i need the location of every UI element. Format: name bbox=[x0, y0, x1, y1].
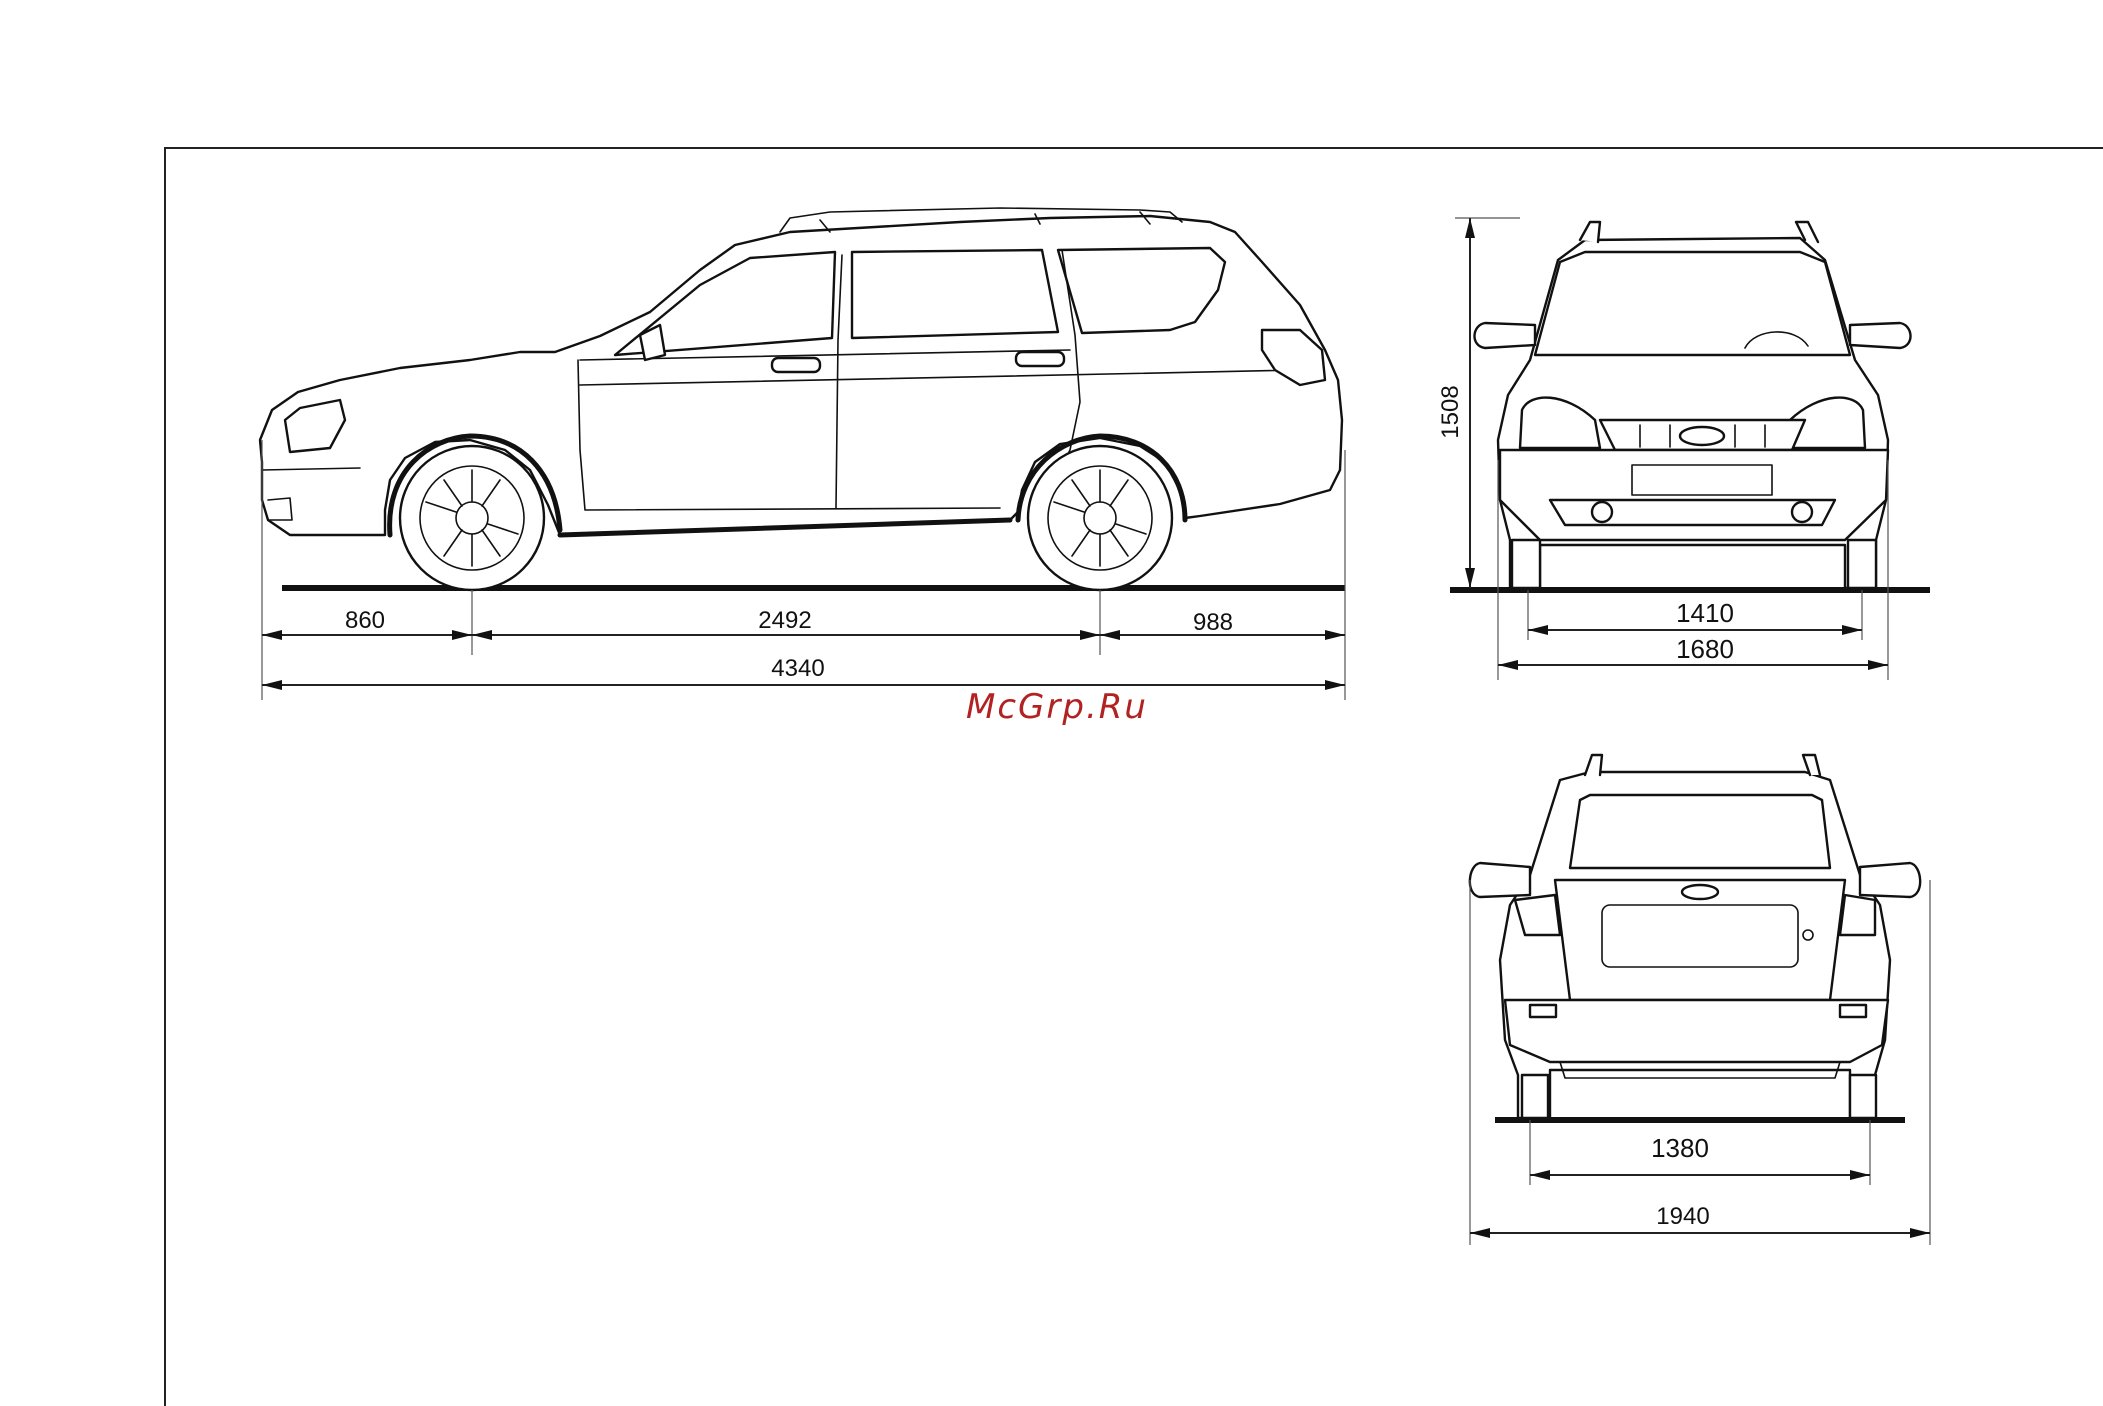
side-tail-lamp bbox=[1260, 328, 1327, 387]
wheelbase-label: 2492 bbox=[758, 607, 811, 634]
front-plate-area bbox=[1631, 464, 1773, 496]
front-windshield bbox=[1533, 250, 1852, 357]
rear-left-tail-lamp bbox=[1513, 893, 1562, 937]
front-left-mirror bbox=[1473, 321, 1537, 350]
side-door-lines bbox=[577, 249, 1301, 511]
front-width-label: 1680 bbox=[1676, 634, 1734, 664]
rear-bumper bbox=[1503, 998, 1890, 1064]
front-right-foglamp bbox=[1790, 500, 1814, 524]
rear-right-tyre bbox=[1848, 1073, 1878, 1120]
side-front-bumper bbox=[261, 467, 361, 521]
front-roof-rails bbox=[1578, 220, 1820, 244]
side-quarter-window bbox=[1056, 246, 1227, 335]
rear-dimension-lines bbox=[1469, 880, 1931, 1245]
front-view-car bbox=[1450, 220, 1930, 593]
rear-right-tail-lamp bbox=[1838, 893, 1877, 937]
side-rear-wheel bbox=[1026, 444, 1174, 592]
overall-length-label: 4340 bbox=[771, 655, 824, 682]
side-front-wheel bbox=[398, 444, 546, 592]
rear-exhaust-area bbox=[1559, 1061, 1841, 1079]
front-right-mirror bbox=[1848, 321, 1912, 350]
rear-roof-rails bbox=[1583, 753, 1822, 777]
rear-badge bbox=[1680, 883, 1720, 901]
rear-overhang-label: 988 bbox=[1193, 609, 1233, 636]
front-right-tyre bbox=[1846, 538, 1878, 590]
rear-track-label: 1380 bbox=[1651, 1133, 1709, 1163]
side-front-arch bbox=[387, 433, 563, 538]
rear-left-tyre bbox=[1520, 1073, 1550, 1120]
side-front-window bbox=[613, 250, 837, 357]
front-steering-wheel bbox=[1744, 331, 1809, 349]
side-headlamp bbox=[283, 398, 347, 454]
side-rear-arch bbox=[1015, 433, 1188, 523]
front-dimension-lines bbox=[1455, 217, 1889, 680]
rear-right-reflector bbox=[1838, 1003, 1868, 1019]
front-overhang-label: 860 bbox=[345, 607, 385, 634]
page-frame bbox=[164, 147, 2103, 1406]
front-left-tyre bbox=[1510, 538, 1542, 590]
rear-left-mirror bbox=[1468, 861, 1532, 899]
front-track-label: 1410 bbox=[1676, 598, 1734, 628]
overall-width-label: 1940 bbox=[1656, 1203, 1709, 1230]
front-lower-intake bbox=[1548, 498, 1837, 527]
side-front-door-handle bbox=[770, 356, 822, 374]
side-mirror bbox=[638, 323, 667, 362]
watermark: McGrp.Ru bbox=[966, 687, 1148, 727]
side-dimension-lines bbox=[261, 440, 1346, 700]
side-rear-door-handle bbox=[1014, 350, 1066, 368]
side-sill bbox=[557, 517, 1013, 538]
front-badge bbox=[1678, 425, 1726, 447]
rear-view-car bbox=[1468, 753, 1922, 1123]
rear-plate-area bbox=[1601, 904, 1799, 968]
side-roof-rail bbox=[779, 207, 1183, 233]
front-left-headlamp bbox=[1518, 396, 1602, 450]
height-label: 1508 bbox=[1437, 385, 1464, 438]
rear-window bbox=[1568, 793, 1832, 870]
rear-left-reflector bbox=[1528, 1003, 1558, 1019]
side-rear-window bbox=[850, 248, 1060, 340]
front-left-foglamp bbox=[1590, 500, 1614, 524]
side-view-car bbox=[258, 207, 1345, 592]
rear-right-mirror bbox=[1858, 861, 1922, 899]
